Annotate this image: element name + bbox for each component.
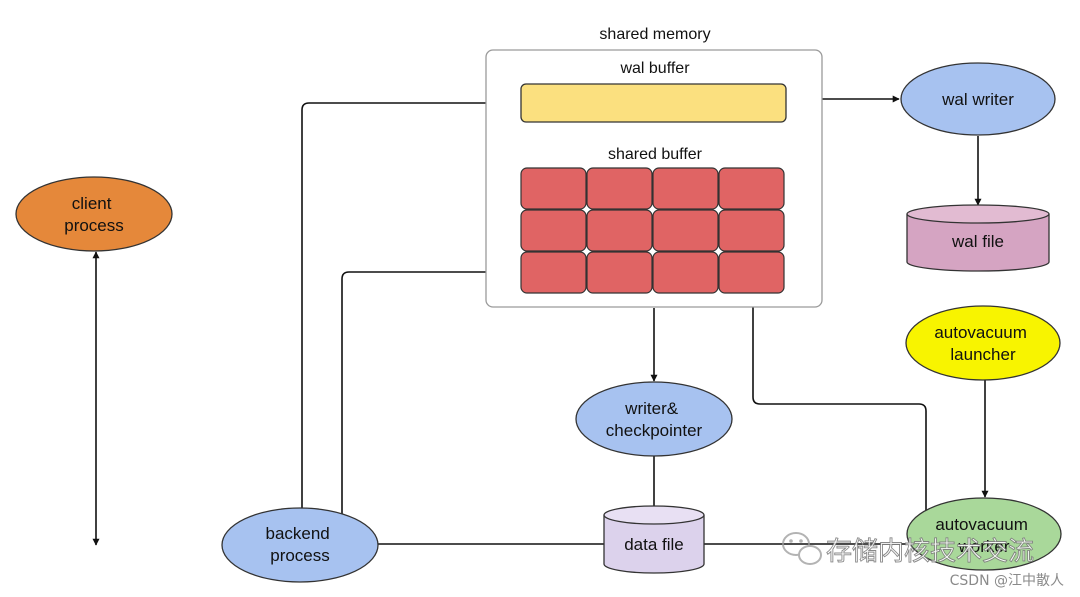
backend-process-node: backend process (221, 507, 379, 583)
data-file-label: data file (624, 535, 684, 554)
writer-checkpointer-label-line2: checkpointer (606, 421, 703, 440)
watermark-channel-name: 存储内核技术交流 (826, 537, 1034, 567)
client-process-node: client process (15, 176, 173, 252)
backend-process-label-line1: backend (265, 524, 329, 543)
autovacuum-worker-label-line1: autovacuum (935, 515, 1028, 534)
writer-checkpointer-label-line1: writer& (624, 399, 679, 418)
autovacuum-worker-node: autovacuum worker (906, 497, 1062, 571)
data-file-node: data file (603, 505, 705, 574)
wechat-icon (782, 532, 822, 565)
shared-memory-region: shared memory wal buffer shared buffer (485, 26, 823, 308)
svg-text:autovacuum worker: autovacuum worker (935, 515, 1032, 556)
wal-file-node: wal file (906, 204, 1050, 272)
autovacuum-worker-label-line2: worker (957, 537, 1009, 556)
svg-text:backend process: backend process (265, 524, 334, 565)
svg-text:autovacuum launcher: autovacuum launcher (934, 323, 1031, 364)
client-process-label-line2: process (64, 216, 124, 235)
wal-file-label: wal file (951, 232, 1004, 251)
arrow-backend-to-shared-buffer (341, 268, 520, 515)
shared-buffer-cell (718, 251, 785, 294)
shared-buffer-cell (520, 167, 587, 210)
shared-buffer-cell (718, 167, 785, 210)
shared-buffer-cell (652, 209, 719, 252)
watermark: 存储内核技术交流 CSDN @江中散人 (782, 532, 1064, 589)
arrow-backend-to-wal-buffer (301, 99, 521, 512)
shared-buffer-cell (586, 167, 653, 210)
wal-writer-label: wal writer (941, 90, 1014, 109)
wal-buffer (520, 83, 787, 123)
autovacuum-launcher-label-line2: launcher (950, 345, 1016, 364)
autovacuum-launcher-node: autovacuum launcher (905, 305, 1061, 381)
arrow-worker-to-shared-buffer (749, 295, 927, 512)
shared-buffer-title: shared buffer (608, 146, 703, 163)
client-process-label-line1: client (72, 194, 112, 213)
shared-buffer-cell (586, 209, 653, 252)
shared-memory-title: shared memory (599, 26, 710, 43)
wal-buffer-title: wal buffer (619, 60, 690, 77)
shared-buffer-cell (652, 251, 719, 294)
shared-buffer-grid (520, 167, 785, 294)
connections (92, 95, 989, 546)
watermark-csdn: CSDN @江中散人 (950, 573, 1064, 589)
autovacuum-launcher-label-line1: autovacuum (934, 323, 1027, 342)
shared-buffer-cell (520, 209, 587, 252)
svg-text:writer& checkpointer: writer& checkpointer (606, 399, 703, 440)
wal-writer-node: wal writer (900, 62, 1056, 136)
shared-buffer-cell (586, 251, 653, 294)
shared-buffer-cell (652, 167, 719, 210)
shared-buffer-cell (520, 251, 587, 294)
writer-checkpointer-node: writer& checkpointer (575, 381, 733, 457)
svg-text:client process: client process (64, 194, 124, 235)
shared-buffer-cell (718, 209, 785, 252)
backend-process-label-line2: process (270, 546, 330, 565)
